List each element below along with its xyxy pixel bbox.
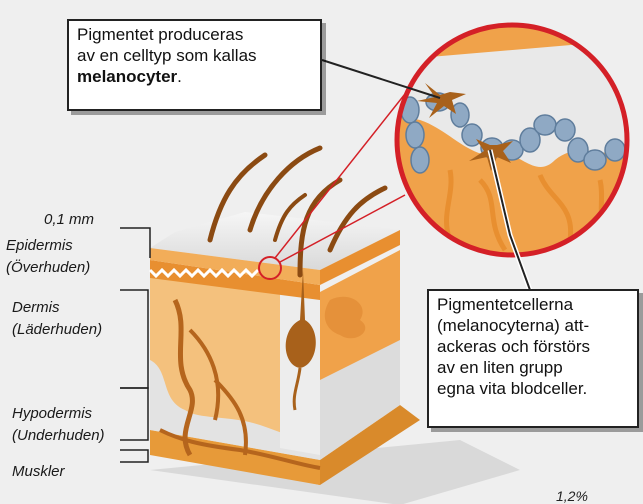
label-epidermis: Epidermis [6, 236, 73, 255]
callout-melanocytes: Pigmentet produceras av en celltyp som k… [67, 19, 322, 111]
callout-bottom-line1: Pigmentetcellerna [437, 294, 629, 315]
bracket-dermis [120, 290, 148, 388]
label-thickness: 0,1 mm [44, 210, 94, 229]
label-muscles: Muskler [12, 462, 65, 481]
callout-top-bold-term: melanocyter [77, 67, 177, 86]
callout-bottom-line4: av en liten grupp [437, 357, 629, 378]
label-hypodermis-sv: (Underhuden) [12, 426, 105, 445]
callout-top-line2: av en celltyp som kallas [77, 45, 312, 66]
bracket-hypodermis [120, 388, 148, 440]
callout-bottom-line5: egna vita blodceller. [437, 378, 629, 399]
bracket-epidermis [120, 228, 150, 258]
callout-top-period: . [177, 67, 182, 86]
label-epidermis-sv: (Överhuden) [6, 258, 90, 277]
corner-number: 1,2% [556, 488, 588, 504]
magnified-view [395, 25, 630, 255]
callout-bottom-line3: ackeras och förstörs [437, 336, 629, 357]
label-hypodermis: Hypodermis [12, 404, 92, 423]
label-dermis: Dermis [12, 298, 60, 317]
callout-top-line1: Pigmentet produceras [77, 24, 312, 45]
bracket-muscles [120, 450, 148, 462]
callout-pigment-cells: Pigmentetcellerna (melanocyterna) att- a… [427, 289, 639, 428]
skin-block [150, 212, 420, 485]
label-dermis-sv: (Läderhuden) [12, 320, 102, 339]
layer-brackets [120, 228, 150, 462]
callout-bottom-line2: (melanocyterna) att- [437, 315, 629, 336]
callout-top-line3: melanocyter. [77, 66, 312, 87]
